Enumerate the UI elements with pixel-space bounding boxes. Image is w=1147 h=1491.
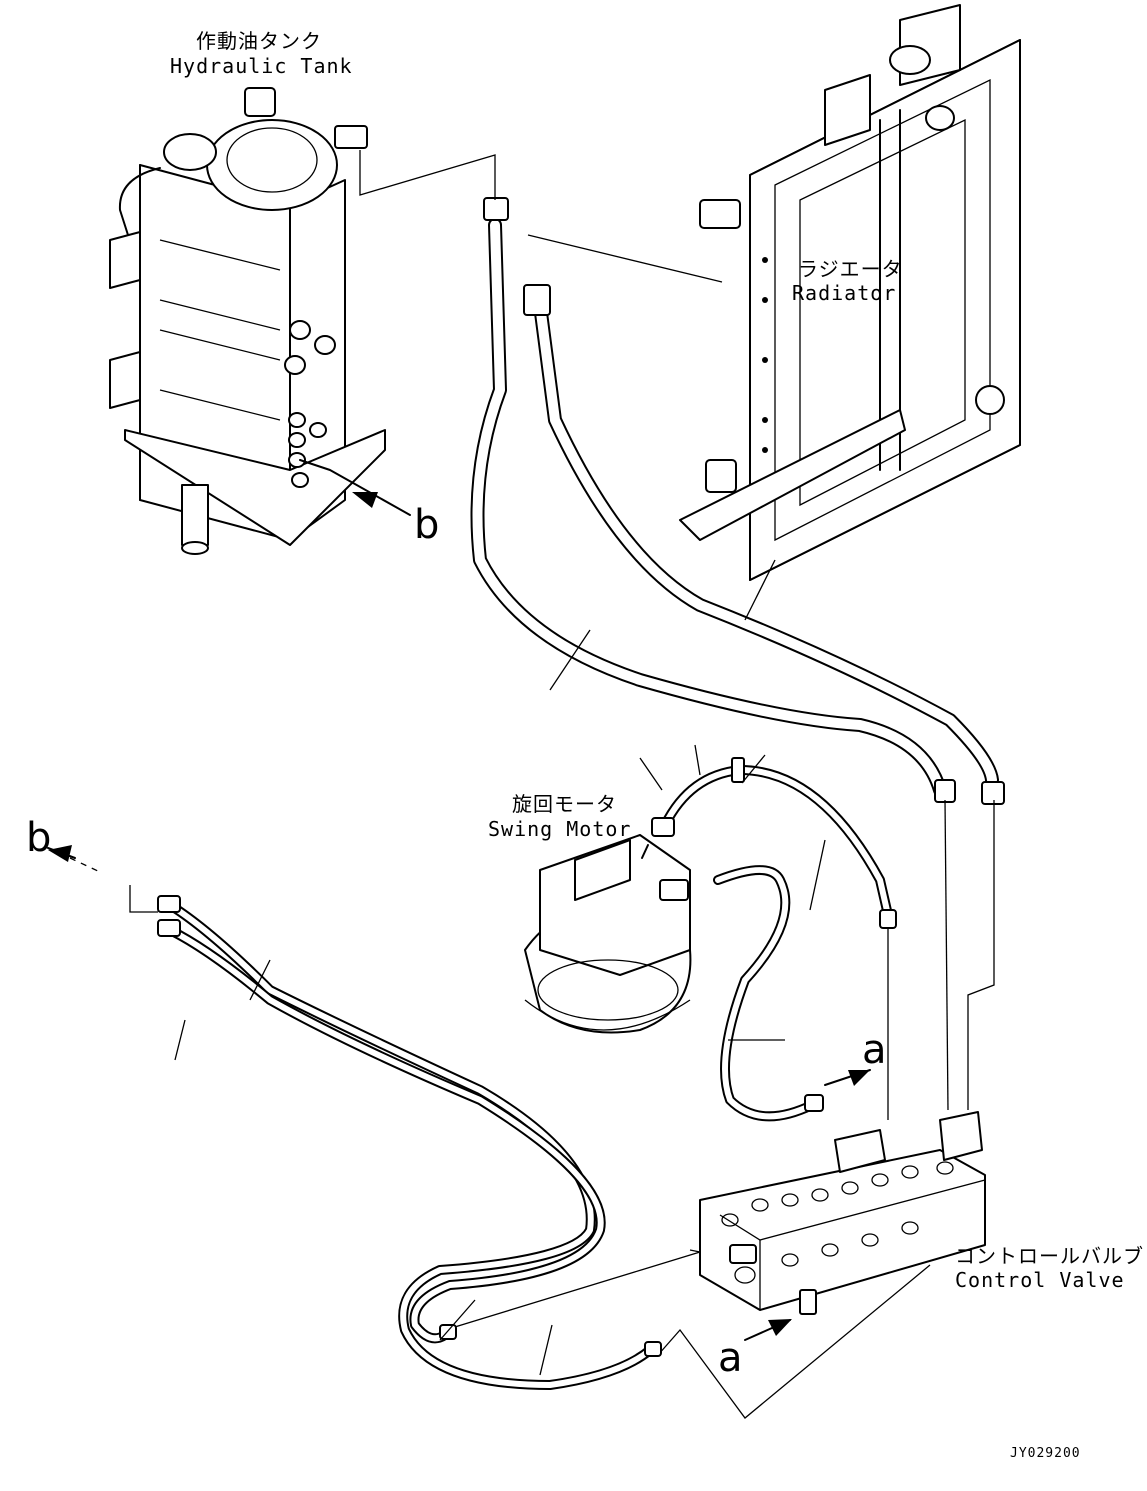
swing-motor-drawing xyxy=(524,744,897,1122)
swing-motor-label-jp: 旋回モータ xyxy=(512,792,617,816)
pilot-hoses xyxy=(47,845,662,1390)
main-hoses xyxy=(359,150,1005,1111)
hydraulic-tank-label-jp: 作動油タンク xyxy=(196,29,322,53)
radiator-label-jp: ラジエータ xyxy=(798,257,903,281)
radiator-drawing xyxy=(527,4,1021,581)
ref-b-tank: b xyxy=(414,502,440,548)
ref-a-upper: a xyxy=(862,1027,887,1073)
ref-a-lower: a xyxy=(718,1335,743,1381)
swing-motor-label-en: Swing Motor xyxy=(488,817,632,841)
hydraulic-tank-label-en: Hydraulic Tank xyxy=(170,54,353,78)
ref-b-left: b xyxy=(26,815,52,861)
control-valve-label-en: Control Valve xyxy=(955,1268,1125,1292)
control-valve-label-jp: コントロールバルブ xyxy=(955,1244,1144,1268)
radiator-label-en: Radiator xyxy=(792,281,897,305)
control-valve-drawing xyxy=(444,1111,986,1419)
drawing-code: JY029200 xyxy=(1010,1446,1081,1461)
hydraulic-tank-drawing xyxy=(109,87,411,555)
